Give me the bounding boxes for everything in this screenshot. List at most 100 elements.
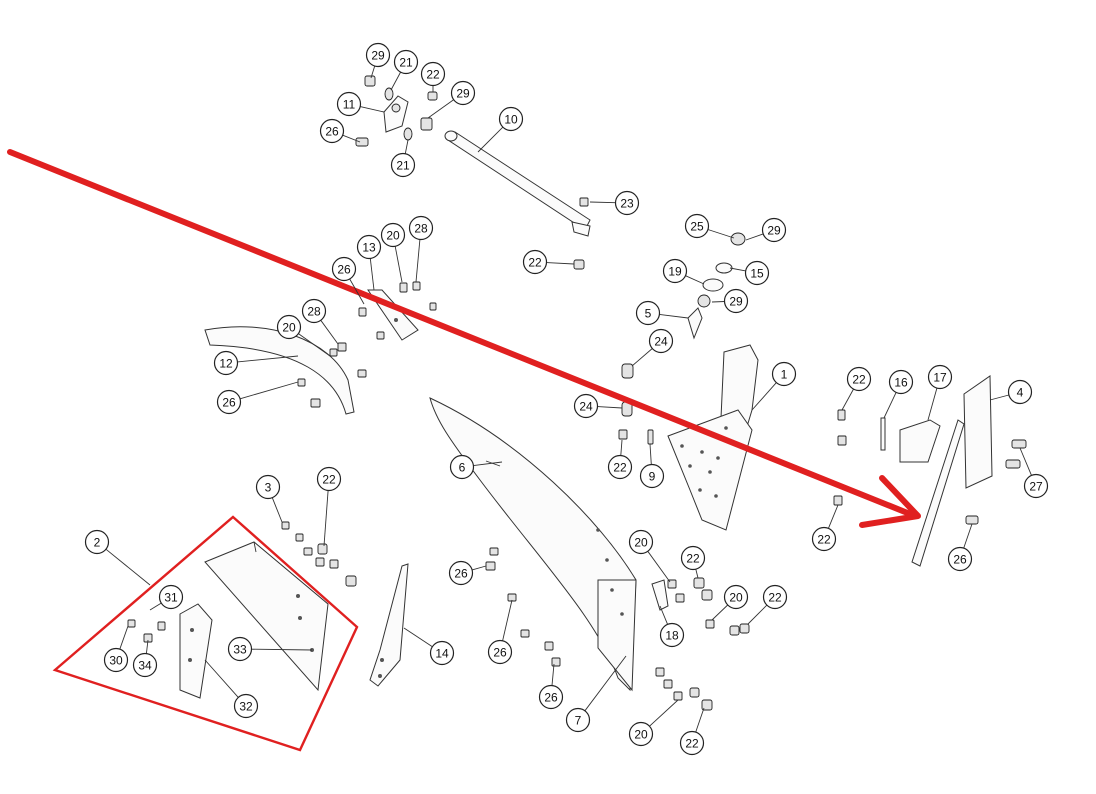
leader-line [584,655,627,712]
callout-circle [614,190,640,216]
leader-line [745,233,764,241]
callout-26: 26 [538,684,564,710]
callout-20: 20 [276,314,302,340]
part-top-bracket [355,75,438,147]
highlight-arrow-line [7,149,918,519]
callout-24: 24 [573,393,599,419]
callout-number: 17 [933,371,947,385]
callout-circle [662,258,688,284]
leader-line [320,320,339,345]
callout-6: 6 [449,454,475,480]
callout-22: 22 [762,584,788,610]
callout-number: 20 [634,728,648,742]
nut-22a [573,259,585,270]
callout-number: 20 [634,536,648,550]
callout-number: 10 [504,113,518,127]
callout-7: 7 [565,707,591,733]
red-annotations [7,149,921,752]
leader-line [105,548,151,586]
callout-number: 32 [239,700,253,714]
callout-4: 4 [1007,379,1033,405]
callout-circle [927,364,953,390]
callout-number: 22 [686,552,700,566]
callout-27: 27 [1023,473,1049,499]
callout-21: 21 [390,152,416,178]
leader-line [729,267,746,272]
callout-26: 26 [216,389,242,415]
leader-line [883,392,897,419]
leader-line [271,497,283,523]
callout-20: 20 [723,584,749,610]
callout-circle [393,49,419,75]
callout-32: 32 [233,693,259,719]
leader-line [145,639,149,654]
callout-circle [680,545,706,571]
part-rod [444,130,591,237]
callout-number: 7 [575,714,582,728]
leader-line [298,333,331,357]
leader-line [546,262,575,265]
callout-number: 22 [528,256,542,270]
callout-number: 3 [265,481,272,495]
leader-lines [105,65,1032,733]
leader-line [394,246,403,283]
callout-number: 5 [645,307,652,321]
callout-23: 23 [614,190,640,216]
callout-circle [132,652,158,678]
callout-number: 22 [322,473,336,487]
callout-26: 26 [947,546,973,572]
callout-26: 26 [487,639,513,665]
callout-number: 21 [399,56,413,70]
misc-hardware [485,547,750,711]
callout-circle [762,584,788,610]
callout-29: 29 [365,42,391,68]
callout-22: 22 [316,466,342,492]
leader-line [827,504,839,529]
callout-26: 26 [331,256,357,282]
callout-number: 14 [435,647,449,661]
callout-circle [846,366,872,392]
callout-circle [84,529,110,555]
callout-30: 30 [103,647,129,673]
callout-14: 14 [429,640,455,666]
callout-number: 15 [750,267,764,281]
callout-number: 13 [362,241,376,255]
callout-circle [319,118,345,144]
highlight-outline [52,515,359,752]
leader-line [1019,447,1032,476]
callout-circle [450,80,476,106]
part-right-assembly [833,375,1027,567]
callout-12: 12 [213,350,239,376]
callout-circle [498,106,524,132]
leader-line [751,382,777,411]
callout-13: 13 [356,234,382,260]
callout-29: 29 [761,217,787,243]
leader-line [659,605,669,625]
callout-circle [213,350,239,376]
leader-line [695,707,705,733]
callout-number: 22 [613,461,627,475]
callout-circle [744,260,770,286]
callout-31: 31 [158,584,184,610]
callout-number: 20 [282,321,296,335]
callout-11: 11 [336,91,362,117]
callout-number: 20 [386,229,400,243]
callout-22: 22 [846,366,872,392]
leader-line [427,99,454,119]
callout-number: 6 [459,461,466,475]
callout-circle [301,298,327,324]
leader-line [631,348,653,367]
callout-19: 19 [662,258,688,284]
callout-circle [487,639,513,665]
leader-line [323,490,329,547]
callout-number: 26 [222,396,236,410]
callout-circle [276,314,302,340]
callout-number: 25 [690,220,704,234]
leader-line [711,604,729,621]
callout-number: 29 [371,49,385,63]
callout-circle [365,42,391,68]
callout-22: 22 [420,61,446,87]
callout-circle [336,91,362,117]
